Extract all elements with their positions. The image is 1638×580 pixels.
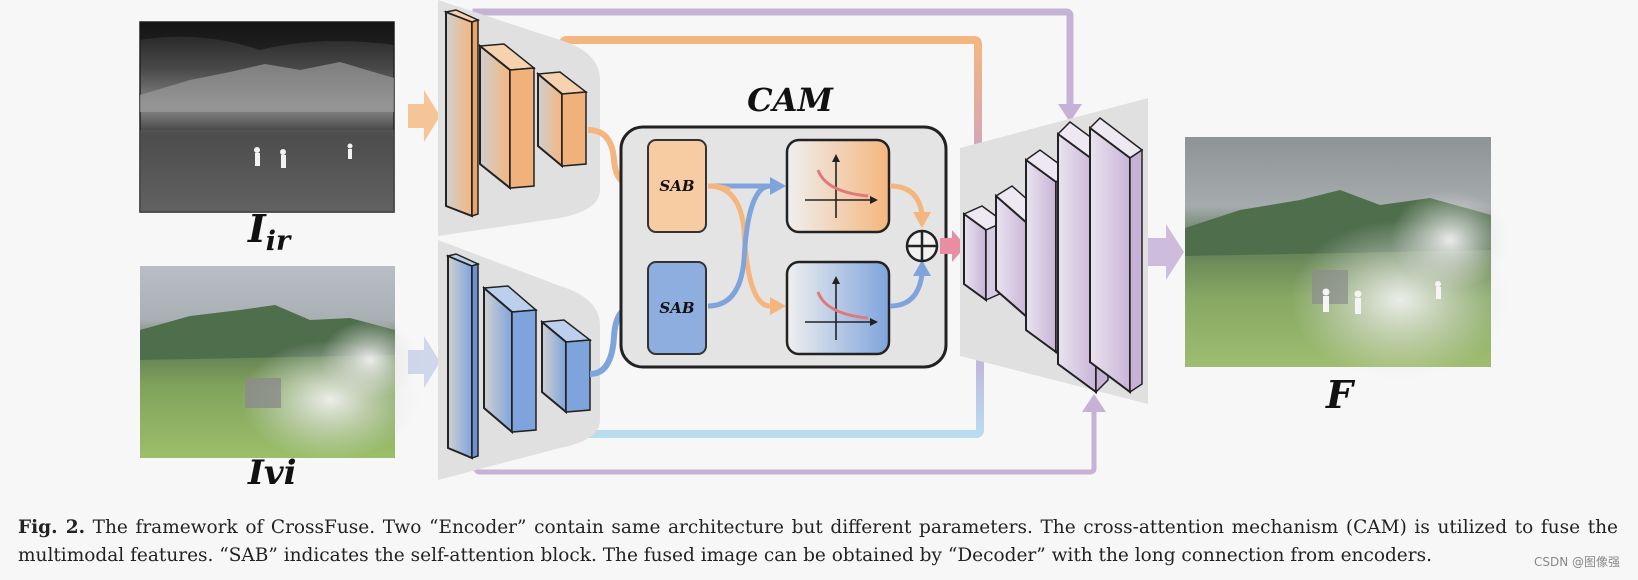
decoder — [960, 98, 1148, 404]
output-arrow — [1148, 224, 1184, 280]
ir-label: Iir — [247, 206, 292, 257]
sab-block-bottom[interactable] — [647, 261, 707, 355]
ca-bottom-to-sum — [889, 273, 925, 309]
fused-label: F — [1325, 372, 1356, 417]
sum-to-decoder-arrow — [940, 230, 966, 262]
ca-top-to-sum — [889, 183, 925, 215]
watermark: CSDN @图像强 — [1533, 555, 1620, 569]
ir-input-arrow — [408, 90, 440, 142]
vi-label: Ivi — [247, 453, 297, 493]
fused-image — [1185, 137, 1510, 380]
sab-label-bottom: SAB — [659, 299, 694, 317]
arrow-ca-bottom-orange — [770, 297, 786, 315]
sab-block-top[interactable] — [647, 139, 707, 233]
arrow-ca-top-blue — [770, 177, 786, 195]
visible-image — [140, 266, 420, 460]
figure-number: Fig. 2. — [18, 517, 86, 538]
sab-bottom-to-ca-top — [707, 183, 771, 309]
ir-encoder — [438, 0, 600, 236]
caption-text: The framework of CrossFuse. Two “Encoder… — [18, 517, 1618, 566]
crossfuse-diagram: CAM SAB SAB — [139, 0, 1510, 493]
sum-operator — [905, 229, 939, 263]
ir-to-decoder-purple-line — [472, 8, 1074, 108]
cam-label: CAM — [747, 81, 834, 119]
sab-top-orange-overlay — [707, 183, 732, 193]
sab-label-top: SAB — [659, 177, 694, 195]
purple-arrowhead-top — [1058, 104, 1082, 122]
figure-caption: Fig. 2. The framework of CrossFuse. Two … — [18, 514, 1618, 570]
cross-attention-block-bottom[interactable] — [785, 260, 891, 356]
purple-arrowhead-bottom — [1082, 394, 1106, 412]
cross-attention-block-top[interactable] — [785, 138, 891, 234]
ca-top-sum-arrowhead — [913, 212, 931, 228]
ca-bottom-sum-arrowhead — [913, 260, 931, 276]
vi-input-arrow — [408, 336, 440, 388]
infrared-image — [139, 21, 395, 213]
vi-encoder — [438, 240, 600, 480]
